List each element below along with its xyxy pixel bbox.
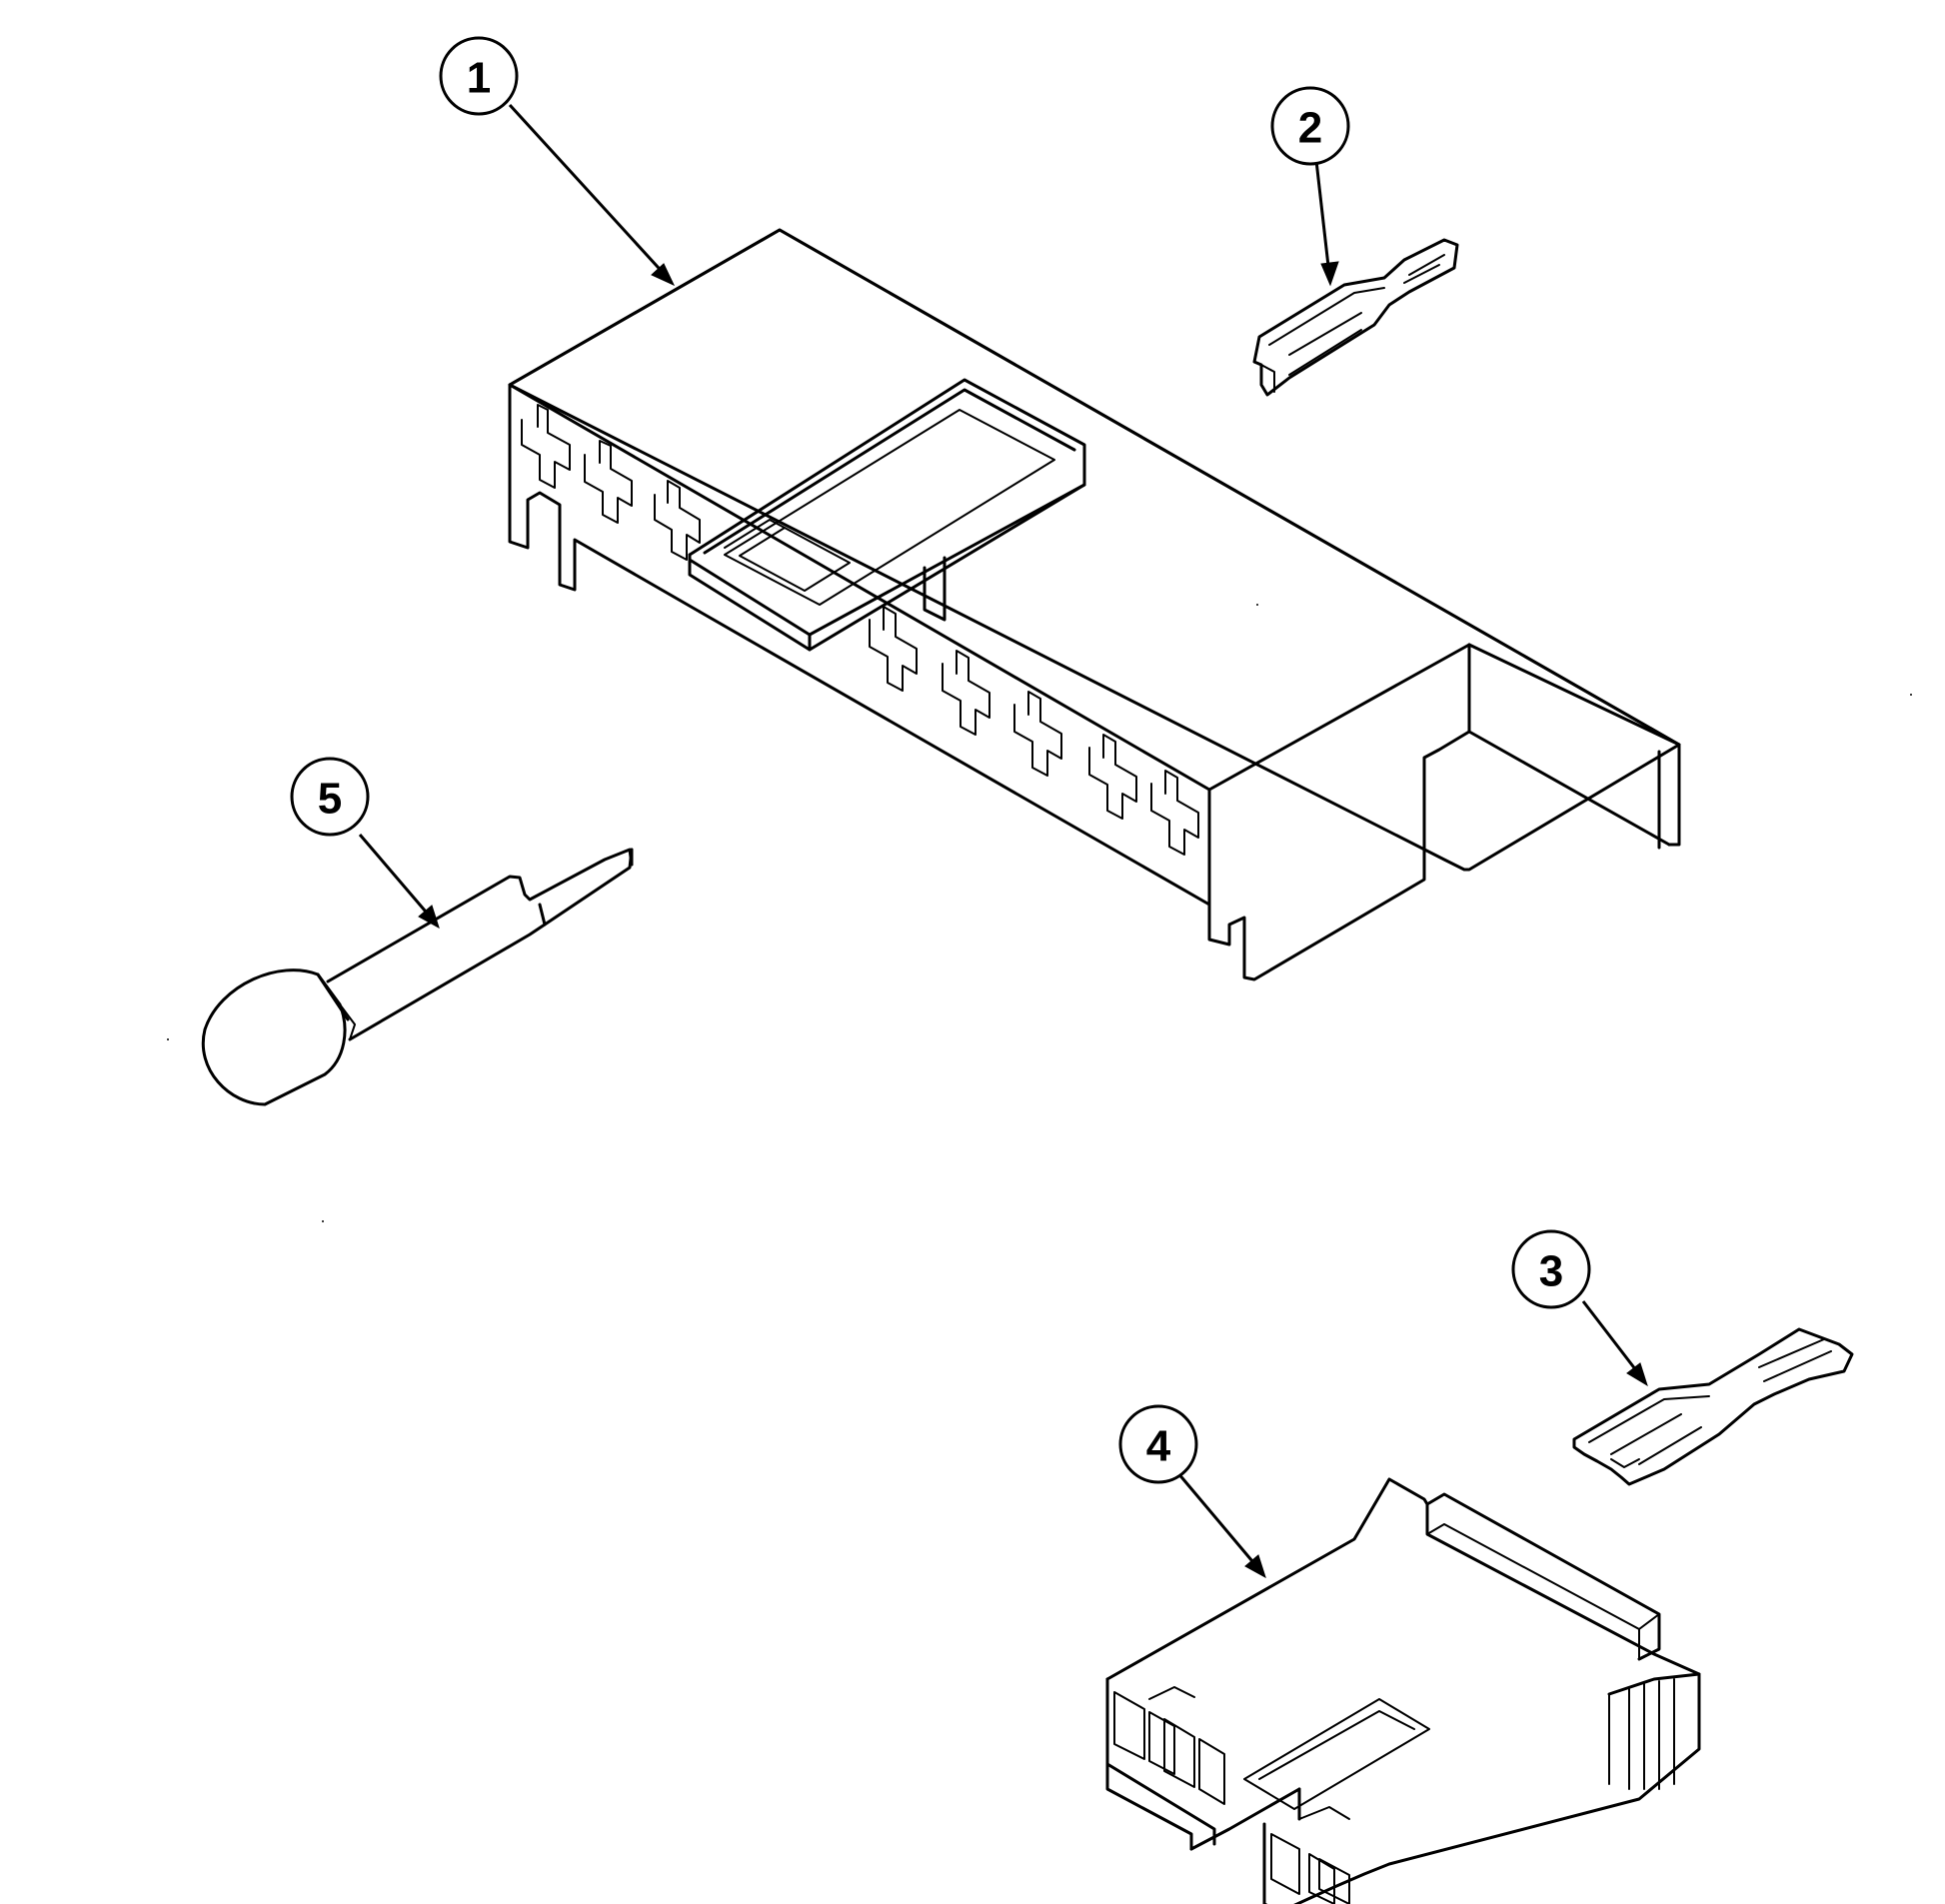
part-3-terminal: [1572, 1327, 1854, 1486]
callout-1-label: 1: [467, 54, 491, 103]
cavity-group-left: [521, 404, 701, 561]
callout-2-label: 2: [1298, 104, 1322, 153]
speck-mark: [1256, 604, 1258, 606]
callout-5-label: 5: [318, 775, 342, 824]
callout-3-circle: [1511, 1229, 1591, 1309]
callout-5-circle: [290, 757, 370, 837]
callout-5: 5: [290, 757, 370, 837]
callout-1: 1: [439, 36, 519, 116]
callout-4-circle: [1118, 1404, 1198, 1484]
part-4-connector-block: [1105, 1477, 1701, 1904]
speck-mark: [322, 1220, 324, 1222]
part-1-terminal-housing: [508, 228, 1681, 981]
callout-1-circle: [439, 36, 519, 116]
speck-mark: [1910, 694, 1912, 696]
callout-2-circle: [1270, 86, 1350, 166]
callout-3-label: 3: [1539, 1247, 1563, 1296]
speck-mark: [167, 1038, 169, 1040]
callout-4: 4: [1118, 1404, 1198, 1484]
cavity-group-right: [869, 606, 1199, 856]
callout-4-label: 4: [1146, 1422, 1171, 1471]
part-2-terminal: [1252, 238, 1459, 397]
part-5-extraction-tool: [201, 848, 634, 1106]
callout-3: 3: [1511, 1229, 1591, 1309]
leader-lines: [358, 103, 1648, 1579]
callout-2: 2: [1270, 86, 1350, 166]
